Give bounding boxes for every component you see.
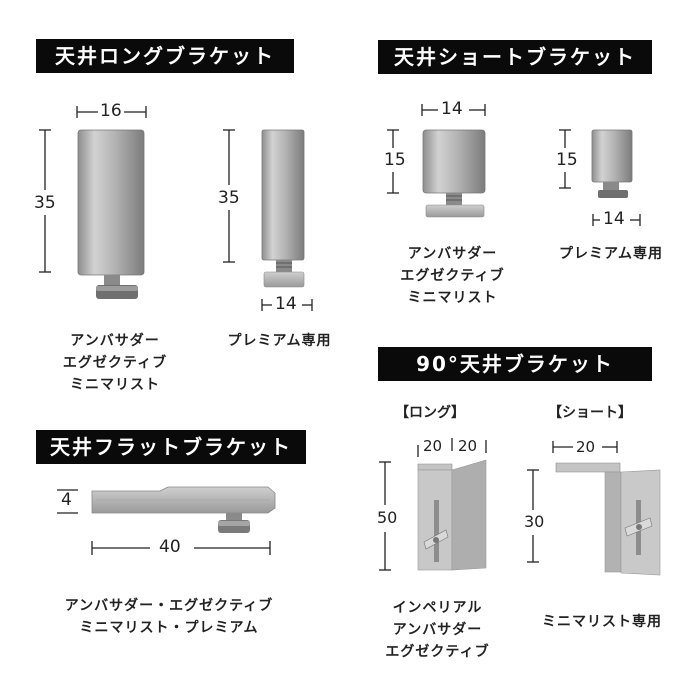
ninety-short-label: 【ショート】	[548, 405, 632, 421]
ninety-long-height: 50	[377, 508, 398, 527]
ninety-short-caption: ミニマリスト専用	[542, 614, 662, 630]
ceiling-flat-title: 天井フラットブラケット	[36, 430, 306, 464]
ceiling-short-title: 天井ショートブラケット	[378, 40, 652, 74]
short-premium-base-dim: 14	[603, 209, 625, 229]
ninety-long-width-a: 20	[423, 437, 443, 455]
short-cylinder-bracket	[422, 129, 486, 218]
ninety-short-width: 20	[576, 438, 596, 456]
long-premium-height-dim: 35	[218, 188, 240, 208]
ceiling-long-title: 天井ロングブラケット	[36, 39, 294, 73]
long-caption: アンバサダー エグゼクティブ ミニマリスト	[62, 333, 168, 393]
short-premium-height-dim: 15	[556, 150, 578, 170]
flat-thickness-dim: 4	[61, 490, 72, 510]
flat-bracket	[91, 486, 276, 533]
ninety-long-label: 【ロング】	[395, 405, 465, 421]
ninety-title: 90°天井ブラケット	[378, 347, 652, 381]
long-cylinder-bracket	[77, 129, 145, 299]
flat-caption: アンバサダー・エグゼクティブ ミニマリスト・プレミアム	[64, 598, 274, 636]
ninety-long-width-b: 20	[458, 437, 478, 455]
long-premium-caption: プレミアム専用	[227, 333, 332, 349]
flat-length-dim: 40	[159, 537, 181, 557]
ninety-long-bracket	[417, 459, 487, 571]
short-premium-bracket	[591, 129, 633, 198]
ninety-short-bracket	[555, 462, 661, 576]
long-width-dim: 16	[100, 101, 122, 121]
long-premium-bracket	[261, 129, 305, 288]
short-caption: アンバサダー エグゼクティブ ミニマリスト	[400, 246, 505, 306]
ninety-long-caption: インペリアル アンバサダー エグゼクティブ	[385, 600, 490, 660]
ninety-short-height: 30	[524, 512, 545, 531]
short-width-dim: 14	[441, 99, 463, 119]
short-premium-caption: プレミアム専用	[558, 246, 664, 262]
short-height-dim: 15	[384, 150, 406, 170]
long-premium-base-dim: 14	[275, 294, 297, 314]
long-height-dim: 35	[34, 193, 56, 213]
